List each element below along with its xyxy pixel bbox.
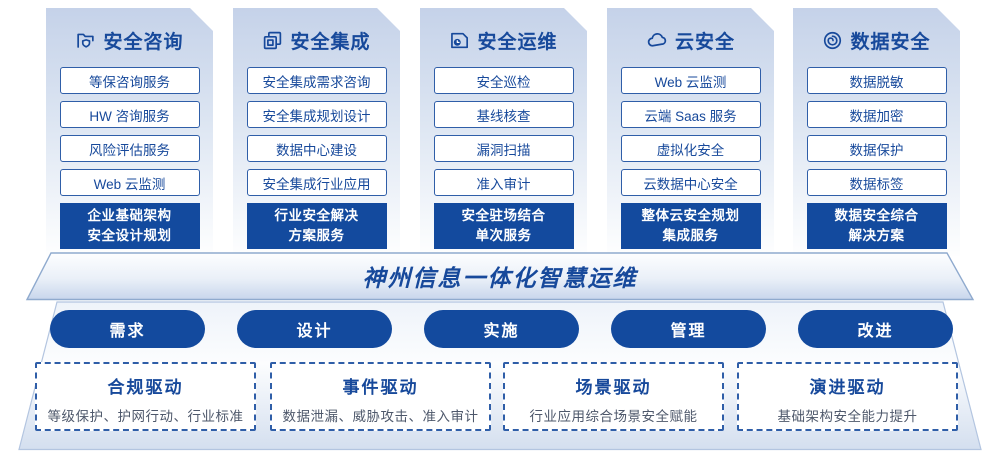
driver-box-compliance: 合规驱动 等级保护、护网行动、行业标准 [35, 362, 256, 431]
driver-desc: 数据泄漏、威胁攻击、准入审计 [282, 409, 479, 424]
footer-line: 安全驻场结合 [461, 208, 546, 224]
process-step-pill: 实施 [424, 310, 579, 348]
service-item: 准入审计 [434, 169, 574, 196]
fingerprint-icon [822, 30, 843, 51]
pillar-header: 安全集成 [233, 27, 400, 53]
service-item: 安全集成行业应用 [247, 169, 387, 196]
pillar-header: 数据安全 [793, 27, 960, 53]
pillar-items: 安全集成需求咨询 安全集成规划设计 数据中心建设 安全集成行业应用 [233, 67, 400, 196]
driver-title: 演进驱动 [809, 378, 886, 397]
pillar-card-cloud: 云安全 Web 云监测 云端 Saas 服务 虚拟化安全 云数据中心安全 整体云… [607, 8, 774, 256]
driver-desc: 行业应用综合场景安全赋能 [529, 409, 698, 424]
footer-line: 单次服务 [475, 228, 532, 243]
footer-line: 数据安全综合 [834, 208, 919, 224]
footer-line: 整体云安全规划 [641, 208, 740, 224]
pillar-title: 安全集成 [290, 31, 371, 53]
pillar-items: 数据脱敏 数据加密 数据保护 数据标签 [793, 67, 960, 196]
service-item: 云数据中心安全 [621, 169, 761, 196]
process-step-pill: 需求 [50, 310, 205, 348]
service-item: 虚拟化安全 [621, 135, 761, 162]
folder-clock-icon [449, 30, 470, 51]
pillar-title: 安全咨询 [103, 31, 184, 53]
pillar-header: 安全运维 [420, 27, 587, 53]
pillar-card-data: 数据安全 数据脱敏 数据加密 数据保护 数据标签 数据安全综合 解决方案 [793, 8, 960, 256]
banner-trapezoid [25, 252, 975, 301]
service-item: 数据加密 [807, 101, 947, 128]
service-item: 风险评估服务 [60, 135, 200, 162]
pillar-footer: 企业基础架构 安全设计规划 [60, 203, 200, 249]
pillar-footer: 安全驻场结合 单次服务 [434, 203, 574, 249]
pillar-card-consulting: 安全咨询 等保咨询服务 HW 咨询服务 风险评估服务 Web 云监测 企业基础架… [46, 8, 213, 256]
footer-line: 解决方案 [848, 228, 905, 243]
process-step-pill: 管理 [611, 310, 766, 348]
driver-desc: 基础架构安全能力提升 [777, 409, 918, 424]
footer-line: 行业安全解决 [274, 208, 359, 224]
service-item: 数据脱敏 [807, 67, 947, 94]
service-item: 数据标签 [807, 169, 947, 196]
service-item: Web 云监测 [621, 67, 761, 94]
driver-box-evolution: 演进驱动 基础架构安全能力提升 [737, 362, 958, 431]
pillar-footer: 行业安全解决 方案服务 [247, 203, 387, 249]
driver-title: 合规驱动 [107, 378, 184, 397]
driver-title: 场景驱动 [575, 378, 652, 397]
service-item: 数据保护 [807, 135, 947, 162]
service-item: 等保咨询服务 [60, 67, 200, 94]
cloud-icon [646, 29, 668, 51]
service-item: Web 云监测 [60, 169, 200, 196]
service-item: HW 咨询服务 [60, 101, 200, 128]
stacked-documents-icon [262, 30, 283, 51]
service-item: 安全巡检 [434, 67, 574, 94]
pillar-items: 等保咨询服务 HW 咨询服务 风险评估服务 Web 云监测 [46, 67, 213, 196]
banner-title: 神州信息一体化智慧运维 [362, 265, 638, 291]
pillar-header: 云安全 [607, 27, 774, 53]
pillar-header: 安全咨询 [46, 27, 213, 53]
driver-desc: 等级保护、护网行动、行业标准 [47, 409, 244, 424]
pillar-title: 云安全 [674, 31, 735, 53]
process-step-pill: 设计 [237, 310, 392, 348]
pillar-items: 安全巡检 基线核查 漏洞扫描 准入审计 [420, 67, 587, 196]
driver-box-scenario: 场景驱动 行业应用综合场景安全赋能 [503, 362, 724, 431]
pillar-card-operations: 安全运维 安全巡检 基线核查 漏洞扫描 准入审计 安全驻场结合 单次服务 [420, 8, 587, 256]
pillar-footer: 整体云安全规划 集成服务 [621, 203, 761, 249]
pillar-title: 数据安全 [850, 31, 931, 53]
driver-box-incident: 事件驱动 数据泄漏、威胁攻击、准入审计 [270, 362, 491, 431]
footer-line: 方案服务 [288, 228, 345, 243]
service-item: 数据中心建设 [247, 135, 387, 162]
folder-shield-icon [75, 30, 96, 51]
footer-line: 集成服务 [662, 228, 719, 243]
pillar-footer: 数据安全综合 解决方案 [807, 203, 947, 249]
process-step-pill: 改进 [798, 310, 953, 348]
footer-line: 企业基础架构 [87, 208, 172, 224]
pillar-card-integration: 安全集成 安全集成需求咨询 安全集成规划设计 数据中心建设 安全集成行业应用 行… [233, 8, 400, 256]
service-item: 云端 Saas 服务 [621, 101, 761, 128]
service-item: 基线核查 [434, 101, 574, 128]
service-item: 安全集成规划设计 [247, 101, 387, 128]
footer-line: 安全设计规划 [87, 228, 172, 243]
pillar-items: Web 云监测 云端 Saas 服务 虚拟化安全 云数据中心安全 [607, 67, 774, 196]
driver-title: 事件驱动 [342, 378, 419, 397]
service-item: 漏洞扫描 [434, 135, 574, 162]
service-item: 安全集成需求咨询 [247, 67, 387, 94]
pillar-title: 安全运维 [477, 31, 558, 53]
